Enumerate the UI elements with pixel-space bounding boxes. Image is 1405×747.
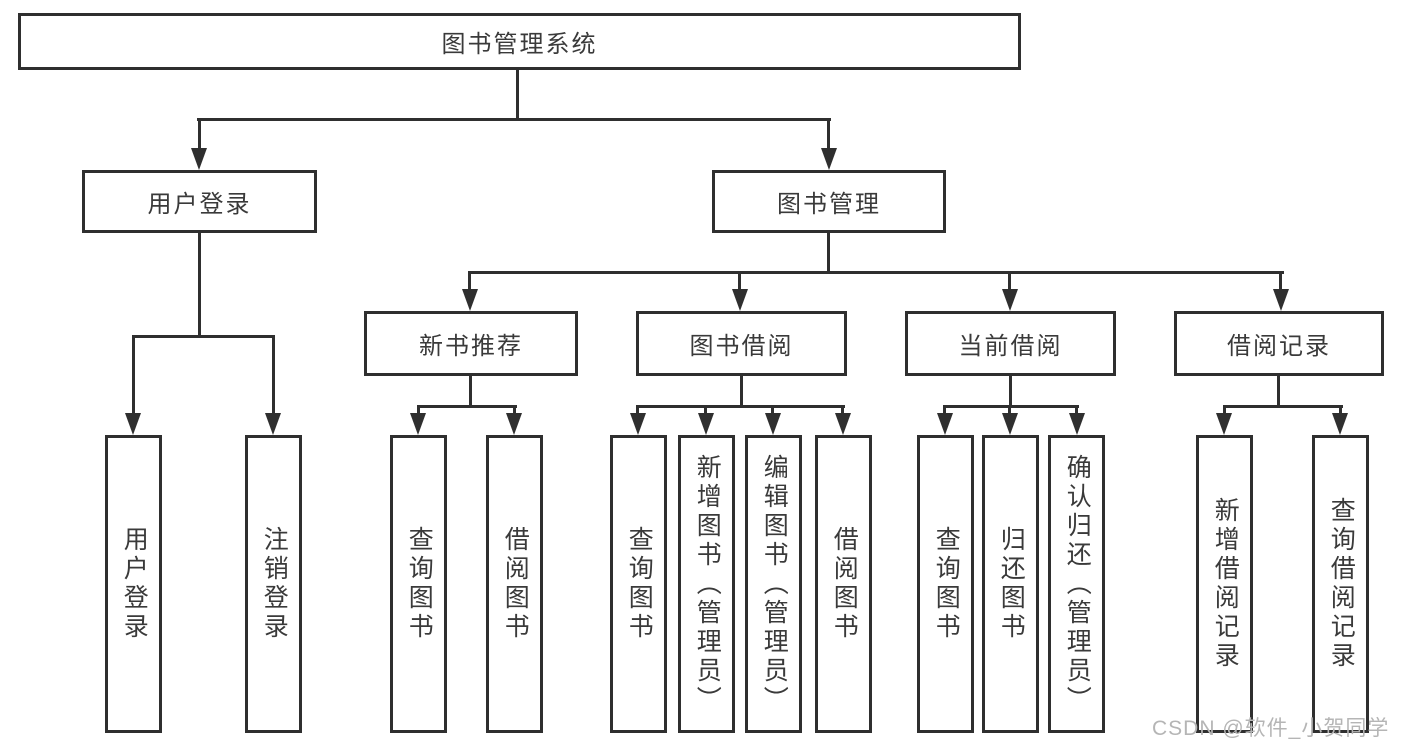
- connector-line: [1008, 271, 1011, 291]
- node-book-borrow-label: 图书借阅: [689, 333, 794, 360]
- leaf-query-borrow-record-label: 查询借阅记录: [1327, 497, 1356, 671]
- leaf-query-borrow-record: 查询借阅记录: [1312, 435, 1369, 733]
- connector-line: [827, 118, 830, 150]
- connector-line: [704, 405, 707, 417]
- connector-line: [417, 405, 517, 408]
- connector-line: [943, 405, 946, 417]
- connector-line: [132, 335, 275, 338]
- leaf-edit-book-admin-label: 编辑图书（管理员）: [760, 453, 789, 715]
- node-borrow-records-label: 借阅记录: [1227, 333, 1331, 360]
- arrow-down-icon: [1332, 413, 1348, 435]
- connector-line: [516, 70, 519, 118]
- node-new-book-recommend-label: 新书推荐: [419, 333, 523, 360]
- connector-line: [468, 271, 1284, 274]
- leaf-logout-label: 注销登录: [260, 526, 289, 642]
- arrow-down-icon: [1216, 413, 1232, 435]
- leaf-user-login-label: 用户登录: [120, 526, 149, 642]
- leaf-return-book-label: 归还图书: [997, 526, 1026, 642]
- connector-line: [469, 376, 472, 407]
- leaf-confirm-return-admin-label: 确认归还（管理员）: [1063, 453, 1092, 715]
- node-user-login: 用户登录: [82, 170, 317, 233]
- leaf-add-borrow-record: 新增借阅记录: [1196, 435, 1253, 733]
- leaf-edit-book-admin: 编辑图书（管理员）: [745, 435, 802, 733]
- connector-line: [1339, 405, 1342, 417]
- connector-line: [636, 405, 845, 408]
- arrow-down-icon: [821, 148, 837, 170]
- leaf-query-books-3-label: 查询图书: [932, 526, 961, 642]
- connector-line: [513, 405, 516, 417]
- connector-line: [841, 405, 844, 417]
- arrow-down-icon: [698, 413, 714, 435]
- node-book-management: 图书管理: [712, 170, 946, 233]
- arrow-down-icon: [462, 289, 478, 311]
- watermark: CSDN @软件_小贺同学: [1152, 717, 1390, 740]
- node-current-borrow: 当前借阅: [905, 311, 1116, 376]
- connector-line: [740, 376, 743, 407]
- node-book-borrow: 图书借阅: [636, 311, 847, 376]
- connector-line: [198, 233, 201, 338]
- leaf-borrow-books-2-label: 借阅图书: [830, 526, 859, 642]
- node-book-management-label: 图书管理: [777, 191, 881, 218]
- node-root-label: 图书管理系统: [441, 31, 598, 58]
- arrow-down-icon: [630, 413, 646, 435]
- connector-line: [827, 233, 830, 273]
- connector-line: [417, 405, 420, 417]
- leaf-query-books-2-label: 查询图书: [625, 526, 654, 642]
- connector-line: [1277, 376, 1280, 407]
- arrow-down-icon: [937, 413, 953, 435]
- node-borrow-records: 借阅记录: [1174, 311, 1384, 376]
- connector-line: [1075, 405, 1078, 417]
- connector-line: [738, 271, 741, 291]
- connector-line: [132, 335, 135, 416]
- node-new-book-recommend: 新书推荐: [364, 311, 578, 376]
- node-current-borrow-label: 当前借阅: [958, 333, 1063, 360]
- arrow-down-icon: [765, 413, 781, 435]
- connector-line: [1279, 271, 1282, 291]
- arrow-down-icon: [835, 413, 851, 435]
- leaf-confirm-return-admin: 确认归还（管理员）: [1048, 435, 1105, 733]
- arrow-down-icon: [265, 413, 281, 435]
- connector-line: [636, 405, 639, 417]
- leaf-borrow-books-1: 借阅图书: [486, 435, 543, 733]
- leaf-query-books-1-label: 查询图书: [405, 526, 434, 642]
- leaf-query-books-2: 查询图书: [610, 435, 667, 733]
- leaf-add-book-admin: 新增图书（管理员）: [678, 435, 735, 733]
- arrow-down-icon: [1069, 413, 1085, 435]
- node-root: 图书管理系统: [18, 13, 1021, 70]
- connector-line: [197, 118, 831, 121]
- leaf-query-books-3: 查询图书: [917, 435, 974, 733]
- connector-line: [1009, 376, 1012, 407]
- leaf-borrow-books-2: 借阅图书: [815, 435, 872, 733]
- leaf-add-borrow-record-label: 新增借阅记录: [1211, 497, 1240, 671]
- connector-line: [468, 271, 471, 291]
- leaf-borrow-books-1-label: 借阅图书: [501, 526, 530, 642]
- leaf-return-book: 归还图书: [982, 435, 1039, 733]
- leaf-user-login: 用户登录: [105, 435, 162, 733]
- arrow-down-icon: [1002, 289, 1018, 311]
- leaf-logout: 注销登录: [245, 435, 302, 733]
- connector-line: [1223, 405, 1226, 417]
- connector-line: [771, 405, 774, 417]
- node-user-login-label: 用户登录: [147, 191, 252, 218]
- arrow-down-icon: [1002, 413, 1018, 435]
- connector-line: [198, 118, 201, 150]
- leaf-query-books-1: 查询图书: [390, 435, 447, 733]
- arrow-down-icon: [191, 148, 207, 170]
- arrow-down-icon: [410, 413, 426, 435]
- arrow-down-icon: [125, 413, 141, 435]
- connector-line: [272, 335, 275, 416]
- arrow-down-icon: [1273, 289, 1289, 311]
- leaf-add-book-admin-label: 新增图书（管理员）: [693, 453, 722, 715]
- connector-line: [943, 405, 1079, 408]
- arrow-down-icon: [506, 413, 522, 435]
- connector-line: [1008, 405, 1011, 417]
- connector-line: [1223, 405, 1343, 408]
- arrow-down-icon: [732, 289, 748, 311]
